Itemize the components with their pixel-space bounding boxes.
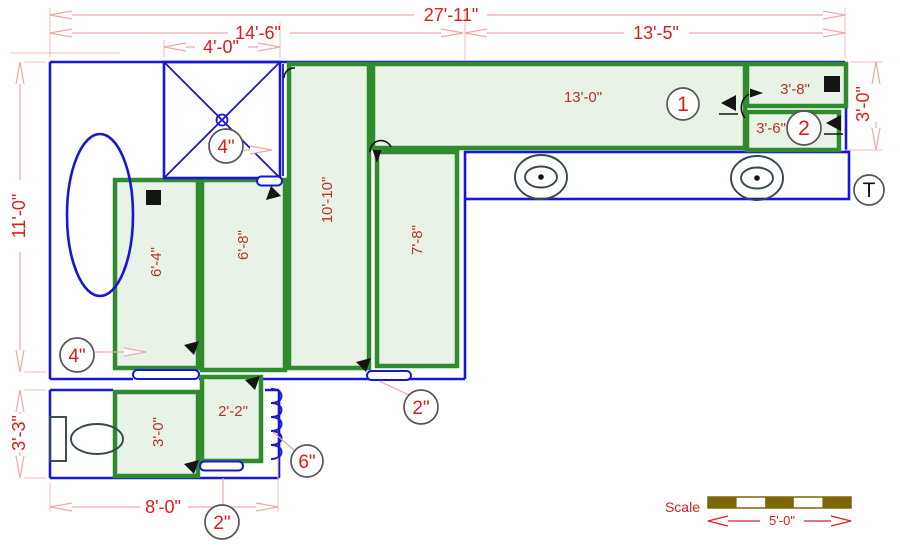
flow-arc [283, 67, 296, 79]
flow-arrow-down [372, 150, 382, 163]
vent-box-icon [824, 76, 840, 92]
pipe-run-6-8 [199, 177, 288, 373]
toilet-bowl [70, 423, 124, 455]
vent-box-icon [146, 190, 161, 205]
label-vertical-run: 10'-10" [319, 177, 336, 224]
water-heater-coil [270, 388, 283, 460]
flow-arc [369, 139, 392, 153]
floor-drain-symbol [514, 154, 568, 200]
dim-right-section: 13'-5" [633, 23, 679, 43]
marker-circle-1 [666, 87, 700, 121]
dim-right-branch-height: 3'-0" [853, 86, 873, 122]
bathtub [65, 132, 135, 298]
scale-label: Scale [665, 499, 700, 515]
marker-circle-t [853, 174, 885, 206]
scale-bar: Scale 5'-0" [665, 496, 852, 528]
dim-main-height: 11'-0" [9, 194, 29, 239]
flow-arrows [184, 67, 843, 474]
flow-arrow-east [750, 88, 763, 98]
flow-arrow-ne [184, 341, 199, 355]
marker-shower-drain: 4" [217, 137, 234, 158]
marker-letter-t: T [863, 179, 876, 202]
marker-number-2: 2 [798, 117, 810, 140]
marker-circle-shower-drain [208, 128, 244, 164]
flow-arc [740, 93, 750, 119]
marker-circle-2 [786, 110, 822, 146]
shower-drain-icon [215, 113, 229, 127]
flow-arrow-ne [184, 460, 199, 474]
pocket-door [256, 175, 283, 187]
leader-line [272, 431, 296, 452]
label-run-7-8: 7'-8" [409, 225, 426, 255]
marker-circle-main-drain [59, 337, 95, 373]
leader-line [378, 380, 410, 396]
pipe-run-6-4 [112, 177, 201, 371]
label-branch-lower: 3'-6" [756, 120, 786, 137]
marker-mid-drain: 2" [412, 398, 429, 419]
marker-circle-annex-drain [204, 504, 240, 540]
scale-bar-segment [822, 497, 851, 508]
shower-pan [162, 60, 282, 180]
dim-left-section: 14'-6" [235, 23, 281, 43]
label-branch-upper: 3'-8" [780, 81, 810, 98]
door-openings [132, 175, 412, 472]
label-run-2-2: 2'-2" [218, 403, 248, 420]
chase-strip [463, 150, 851, 201]
fixtures [49, 60, 840, 462]
pocket-door [366, 370, 412, 381]
cleanout-symbol [719, 95, 738, 115]
pipe-run-7-8 [374, 149, 460, 369]
pipe-run-2-2 [199, 374, 264, 464]
dim-shower-width: 4'-0" [203, 37, 239, 57]
scale-bar-segment [765, 497, 794, 508]
pipe-run-3-0 [112, 389, 201, 479]
toilet-tank [49, 416, 67, 462]
flow-arrow-sw [266, 186, 281, 200]
dim-annex-width: 8'-0" [145, 497, 181, 517]
shower [162, 60, 282, 180]
flow-arrow-ne [356, 358, 371, 372]
label-main-corridor: 13'-0" [564, 89, 602, 106]
scale-value: 5'-0" [769, 513, 795, 528]
marker-vent: 6" [298, 452, 315, 473]
marker-circle-mid-drain [403, 389, 439, 425]
scale-bar-segment [708, 497, 737, 508]
pipe-labels: 13'-0" 3'-8" 3'-6" 10'-10" 7'-8" 6'-4" 6… [148, 81, 810, 447]
label-run-6-8: 6'-8" [235, 230, 252, 260]
marker-circle-vent [290, 444, 324, 478]
toilet [49, 416, 124, 462]
circled-markers: 4" 4" 2" 2" 6" 1 2 T [59, 87, 885, 540]
pocket-door [132, 369, 200, 380]
label-run-6-4: 6'-4" [148, 247, 165, 277]
pipe-vertical-run [286, 61, 372, 371]
label-run-3-0: 3'-0" [150, 417, 167, 447]
dim-annex-height: 3'-3" [9, 415, 29, 451]
marker-number-1: 1 [677, 93, 689, 116]
marker-annex-drain: 2" [213, 513, 230, 534]
pipe-runs [112, 61, 849, 479]
shower-slope-lines [163, 61, 281, 179]
floor-drain-symbol [730, 155, 784, 201]
cleanout-symbol [824, 115, 843, 135]
pocket-door [199, 460, 244, 472]
flow-arrow-ne [245, 376, 260, 390]
marker-main-drain: 4" [68, 346, 85, 367]
dimensions: 27'-11" 14'-6" 13'-5" 4'-0" 11'-0" 3'-3"… [9, 5, 882, 517]
dim-total-width: 27'-11" [424, 5, 479, 25]
